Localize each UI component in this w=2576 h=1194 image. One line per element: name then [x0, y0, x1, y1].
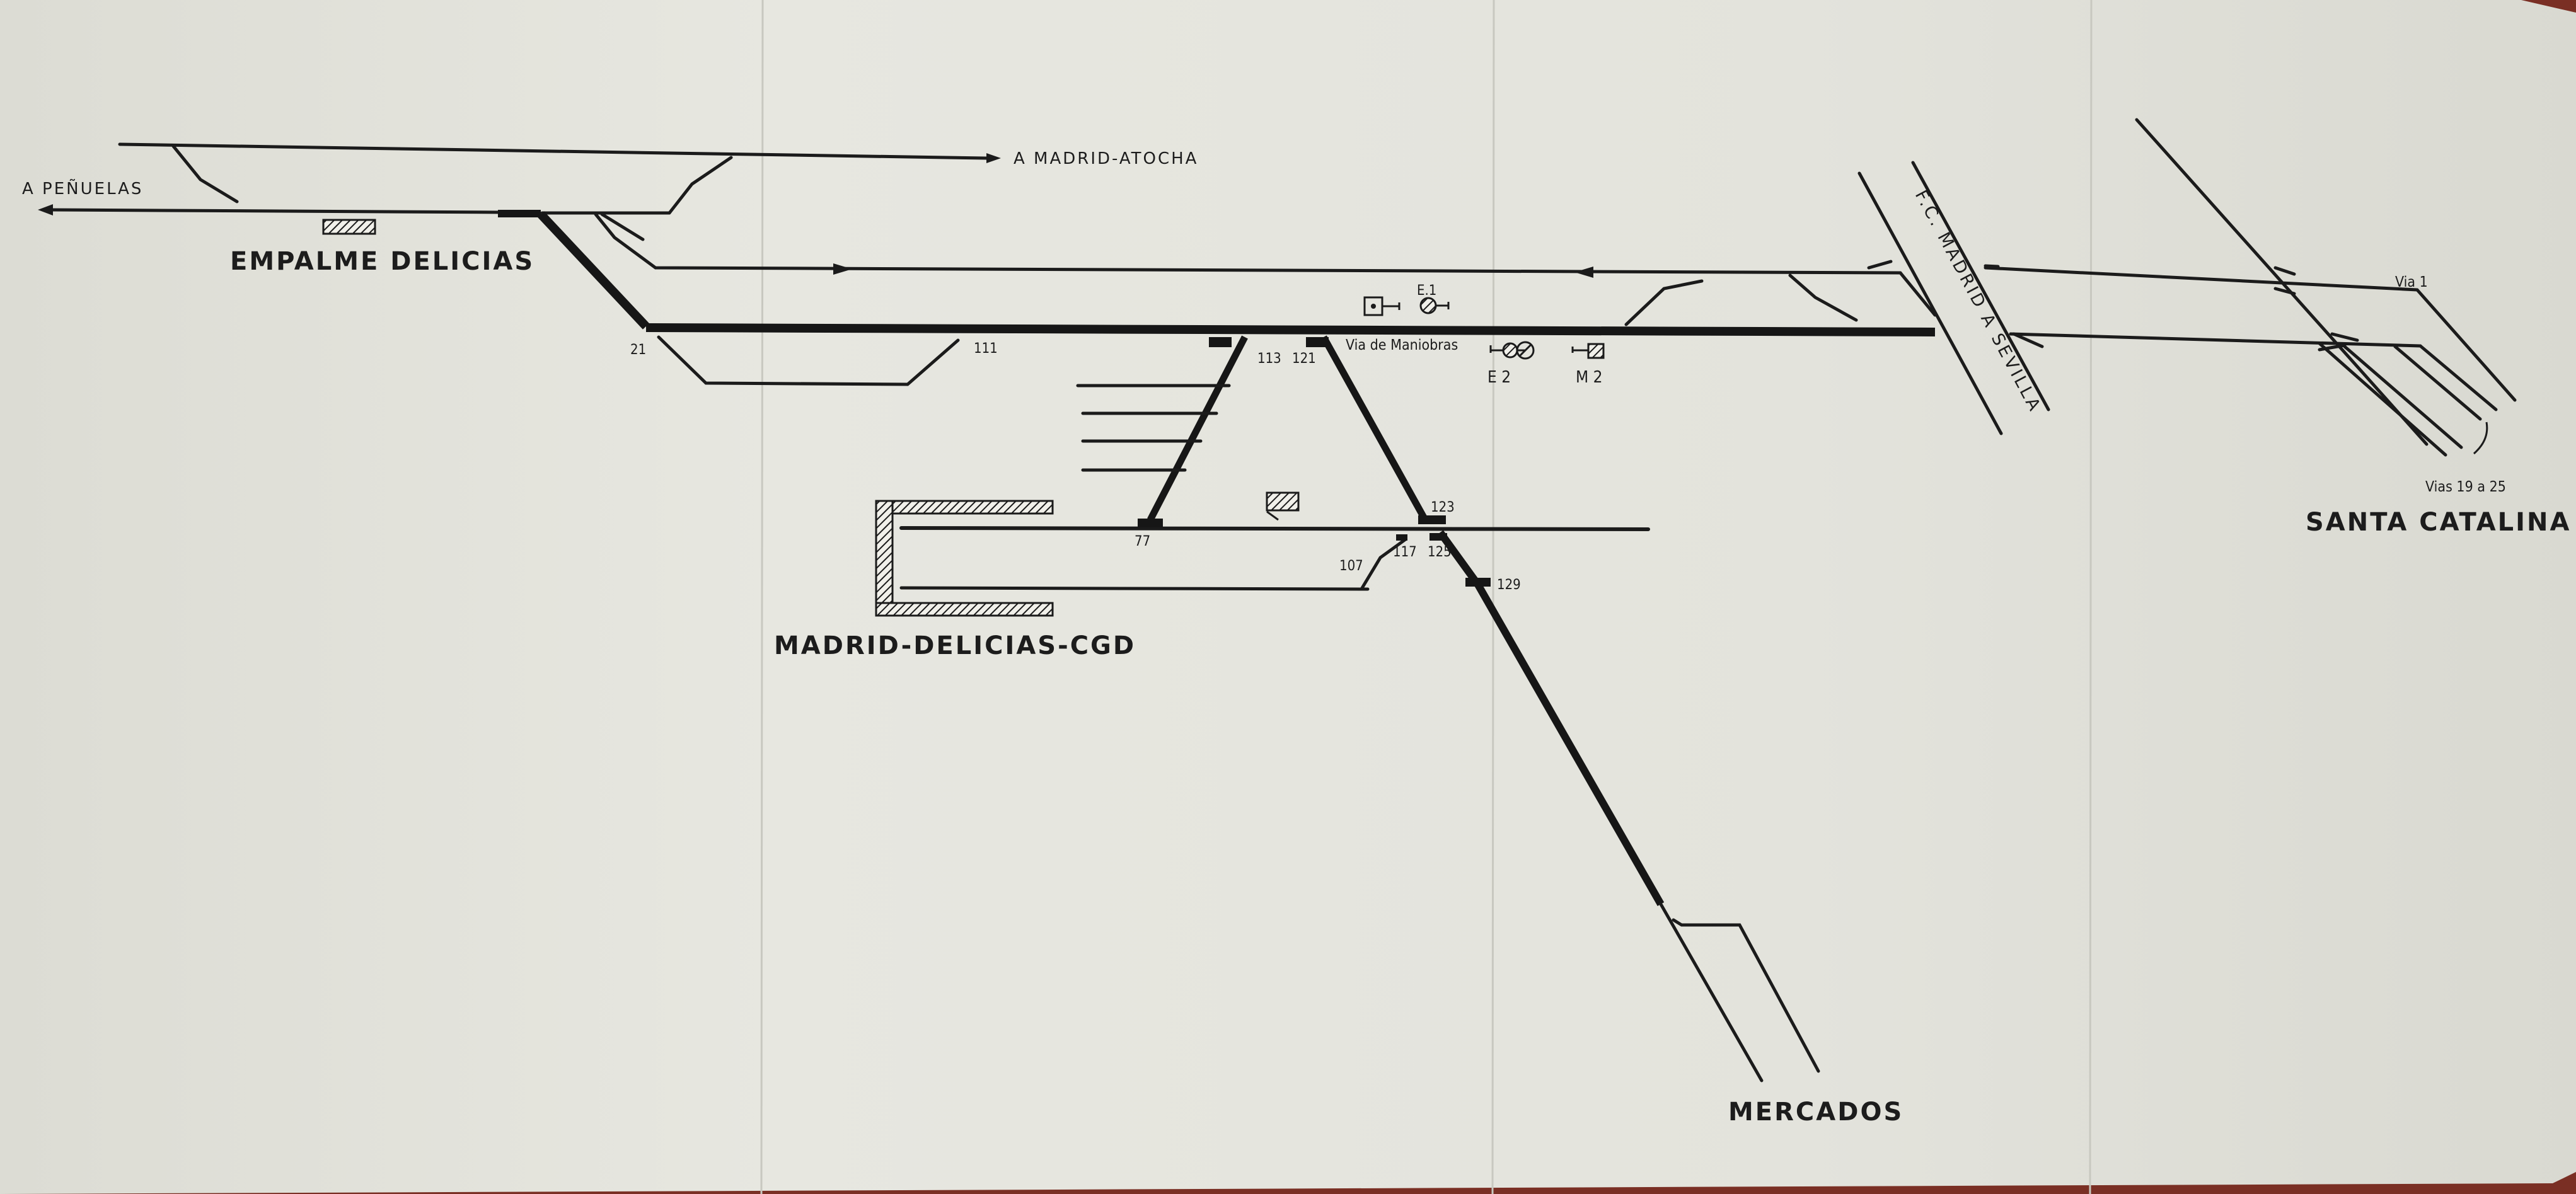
track-sc-tick-3: [2330, 332, 2359, 342]
station-madrid-delicias-cgd: MADRID-DELICIAS-CGD: [774, 631, 1136, 660]
station-mercados: MERCADOS: [1728, 1098, 1903, 1127]
arrow-through-east: [833, 263, 852, 275]
track-107: [1360, 537, 1407, 591]
track-sc-fan-3: [2343, 345, 2463, 449]
track-crossover-upper-right: [667, 156, 733, 215]
track-through-line: [594, 212, 1902, 275]
label-switch-107: 107: [1339, 558, 1363, 574]
track-sc-diagonal-long: [2135, 118, 2429, 446]
track-crossover-upper-left: [171, 144, 239, 204]
signal-m2-icon: [1571, 343, 1605, 359]
label-switch-21: 21: [630, 342, 646, 358]
label-atocha: A MADRID-ATOCHA: [1014, 149, 1198, 168]
track-fc-left-edge: [1898, 271, 1937, 317]
track-main-diagonal: [537, 211, 650, 330]
label-switch-125: 125: [1428, 544, 1452, 560]
vias-bracket: [2473, 422, 2488, 455]
arrow-atocha: [986, 153, 1001, 163]
building-triangle-leader: [1266, 510, 1279, 521]
label-vias-19-25: Vias 19 a 25: [2425, 479, 2506, 495]
track-fc-sevilla-left: [1857, 171, 2003, 435]
buffer-123: [1418, 515, 1446, 524]
label-switch-121: 121: [1292, 351, 1316, 367]
label-via-maniobras: Via de Maniobras: [1346, 337, 1458, 353]
arrow-penuelas: [38, 204, 53, 215]
buffer-113: [1209, 337, 1232, 347]
building-empalme: [322, 219, 376, 235]
tracks: [38, 118, 2517, 1082]
label-signal-e1: E.1: [1417, 283, 1436, 299]
track-sc-fan-2: [2318, 342, 2447, 457]
signal-e1-icon: [1363, 296, 1450, 316]
label-switch-77: 77: [1135, 534, 1150, 549]
station-empalme-delicias: EMPALME DELICIAS: [230, 247, 534, 276]
track-stub-fc-right-lower: [2012, 332, 2044, 348]
track-triangle-left: [1147, 335, 1248, 522]
track-penuelas: [49, 208, 506, 214]
label-signal-e2: E 2: [1487, 368, 1511, 387]
station-santa-catalina: SANTA CATALINA: [2306, 508, 2571, 537]
track-cgd-main: [899, 526, 1650, 531]
label-switch-111: 111: [974, 341, 998, 357]
buffer-77: [1138, 519, 1163, 527]
track-sc-tick-4: [2318, 343, 2347, 352]
track-mercados-2: [1672, 918, 1820, 1073]
label-switch-113: 113: [1257, 351, 1281, 367]
track-mercados-1: [1659, 902, 1764, 1082]
track-main: [645, 323, 1936, 336]
buffer-121: [1306, 337, 1329, 347]
track-sc-fan-5: [2418, 344, 2498, 411]
track-santa-catalina-upper: [1984, 266, 2419, 292]
track-stub-fc-left-upper: [1867, 260, 1893, 270]
label-penuelas: A PEÑUELAS: [22, 178, 143, 198]
track-sc-tick-2: [2273, 287, 2296, 296]
track-triangle-right: [1320, 335, 1428, 520]
track-sc-fan-1: [2415, 288, 2517, 402]
track-through-line-branch: [600, 212, 645, 241]
building-triangle: [1266, 491, 1300, 512]
track-santa-catalina-lower: [2009, 332, 2422, 348]
track-sc-fan-4: [2393, 345, 2482, 421]
track-siding-21-111: [657, 335, 960, 386]
building-cgd: [875, 500, 1054, 617]
arrow-through-west: [1574, 267, 1593, 278]
track-mercados: [1437, 530, 1665, 906]
track-crossover-b: [1788, 273, 1858, 322]
fold-lines: [760, 0, 2093, 1194]
label-via-1: Via 1: [2395, 274, 2428, 290]
label-switch-117: 117: [1393, 544, 1417, 560]
buffer-117: [1396, 534, 1407, 541]
track-fc-sevilla-right: [1911, 161, 2050, 411]
track-atocha: [118, 142, 988, 160]
track-sc-tick-1: [2273, 266, 2296, 276]
label-switch-129: 129: [1497, 577, 1521, 593]
buffer-empalme: [498, 210, 541, 217]
label-switch-123: 123: [1431, 500, 1455, 515]
track-crossover-a: [1624, 279, 1704, 326]
label-signal-m2: M 2: [1576, 368, 1603, 387]
signal-e2-icon: [1489, 341, 1535, 360]
track-cgd-lower: [899, 586, 1370, 591]
track-fc-right-stub: [1984, 264, 2000, 268]
